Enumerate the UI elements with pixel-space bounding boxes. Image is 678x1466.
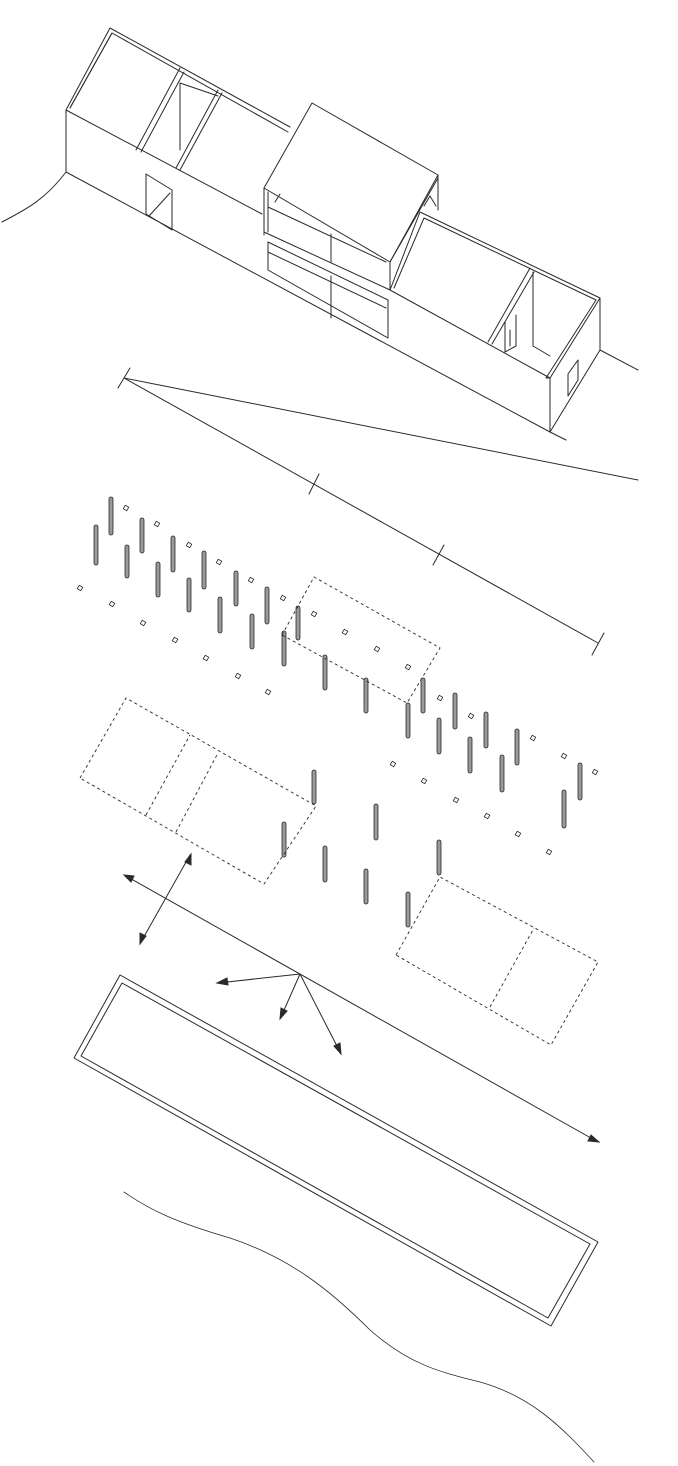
column-post [405, 702, 411, 739]
column-post [499, 754, 505, 793]
anchor-point [215, 558, 223, 566]
anchor-point [420, 777, 428, 785]
anchor-point [234, 672, 242, 680]
anchor-point [247, 576, 255, 584]
anchor-point [310, 610, 318, 618]
anchor-point [545, 848, 553, 856]
anchor-point [452, 796, 460, 804]
column-post [93, 524, 99, 566]
anchor-point [279, 594, 287, 602]
column-post [514, 728, 520, 766]
arrowhead-icon [587, 1134, 601, 1143]
anchor-point [373, 645, 381, 653]
column-post [363, 868, 369, 905]
anchor-point [108, 600, 116, 608]
column-post [467, 736, 473, 774]
anchor-point [153, 520, 161, 528]
column-post [139, 517, 145, 554]
anchor-point [264, 688, 272, 696]
anchor-point [591, 768, 599, 776]
column-post [577, 762, 583, 801]
arrowhead-icon [215, 977, 229, 986]
column-post [186, 577, 192, 613]
anchor-point [560, 752, 568, 760]
column-post [322, 845, 328, 883]
column-post [264, 586, 270, 625]
foundation-slab [73, 974, 599, 1327]
column-post [281, 630, 287, 667]
column-post [295, 605, 301, 641]
anchor-point [76, 584, 84, 592]
arrowhead-icon [333, 1042, 342, 1056]
column-post [405, 891, 411, 928]
column-post [233, 570, 239, 607]
anchor-point [529, 734, 537, 742]
anchor-point [389, 760, 397, 768]
column-post [108, 496, 114, 536]
column-post [483, 711, 489, 749]
column-post [201, 550, 207, 590]
left-slab-outline [79, 697, 317, 885]
anchor-point [122, 504, 130, 512]
arrowhead-icon [139, 932, 147, 946]
column-post [217, 596, 223, 634]
column-post [373, 803, 379, 841]
column-post [170, 535, 176, 573]
anchor-point [202, 654, 210, 662]
anchor-point [341, 628, 349, 636]
anchor-point [404, 663, 412, 671]
column-post [436, 717, 442, 755]
upper-slab-outline [281, 576, 441, 704]
anchor-point [185, 541, 193, 549]
scale-bar [117, 367, 639, 656]
column-post [249, 613, 255, 650]
right-slab-outline [395, 876, 599, 1046]
column-post [561, 789, 567, 829]
arrowhead-icon [122, 874, 135, 883]
anchor-point [171, 636, 179, 644]
anchor-point [467, 712, 475, 720]
terrain-contour [123, 1191, 595, 1463]
column-post [281, 821, 287, 858]
column-post [436, 839, 442, 876]
anchor-point [483, 812, 491, 820]
column-post [124, 544, 130, 579]
orientation-arrows [122, 852, 601, 1143]
anchor-point [514, 830, 522, 838]
anchor-point [436, 694, 444, 702]
column-post [155, 561, 161, 598]
building-volume [1, 27, 639, 441]
column-post [420, 677, 426, 714]
arrowhead-icon [184, 852, 192, 866]
column-post [452, 692, 458, 730]
column-post [311, 769, 317, 805]
arrowhead-icon [279, 1007, 288, 1021]
anchor-point [139, 619, 147, 627]
floor-slab-outlines [79, 576, 599, 1046]
column-grid [76, 496, 599, 928]
column-post [322, 654, 328, 691]
column-post [363, 677, 369, 714]
